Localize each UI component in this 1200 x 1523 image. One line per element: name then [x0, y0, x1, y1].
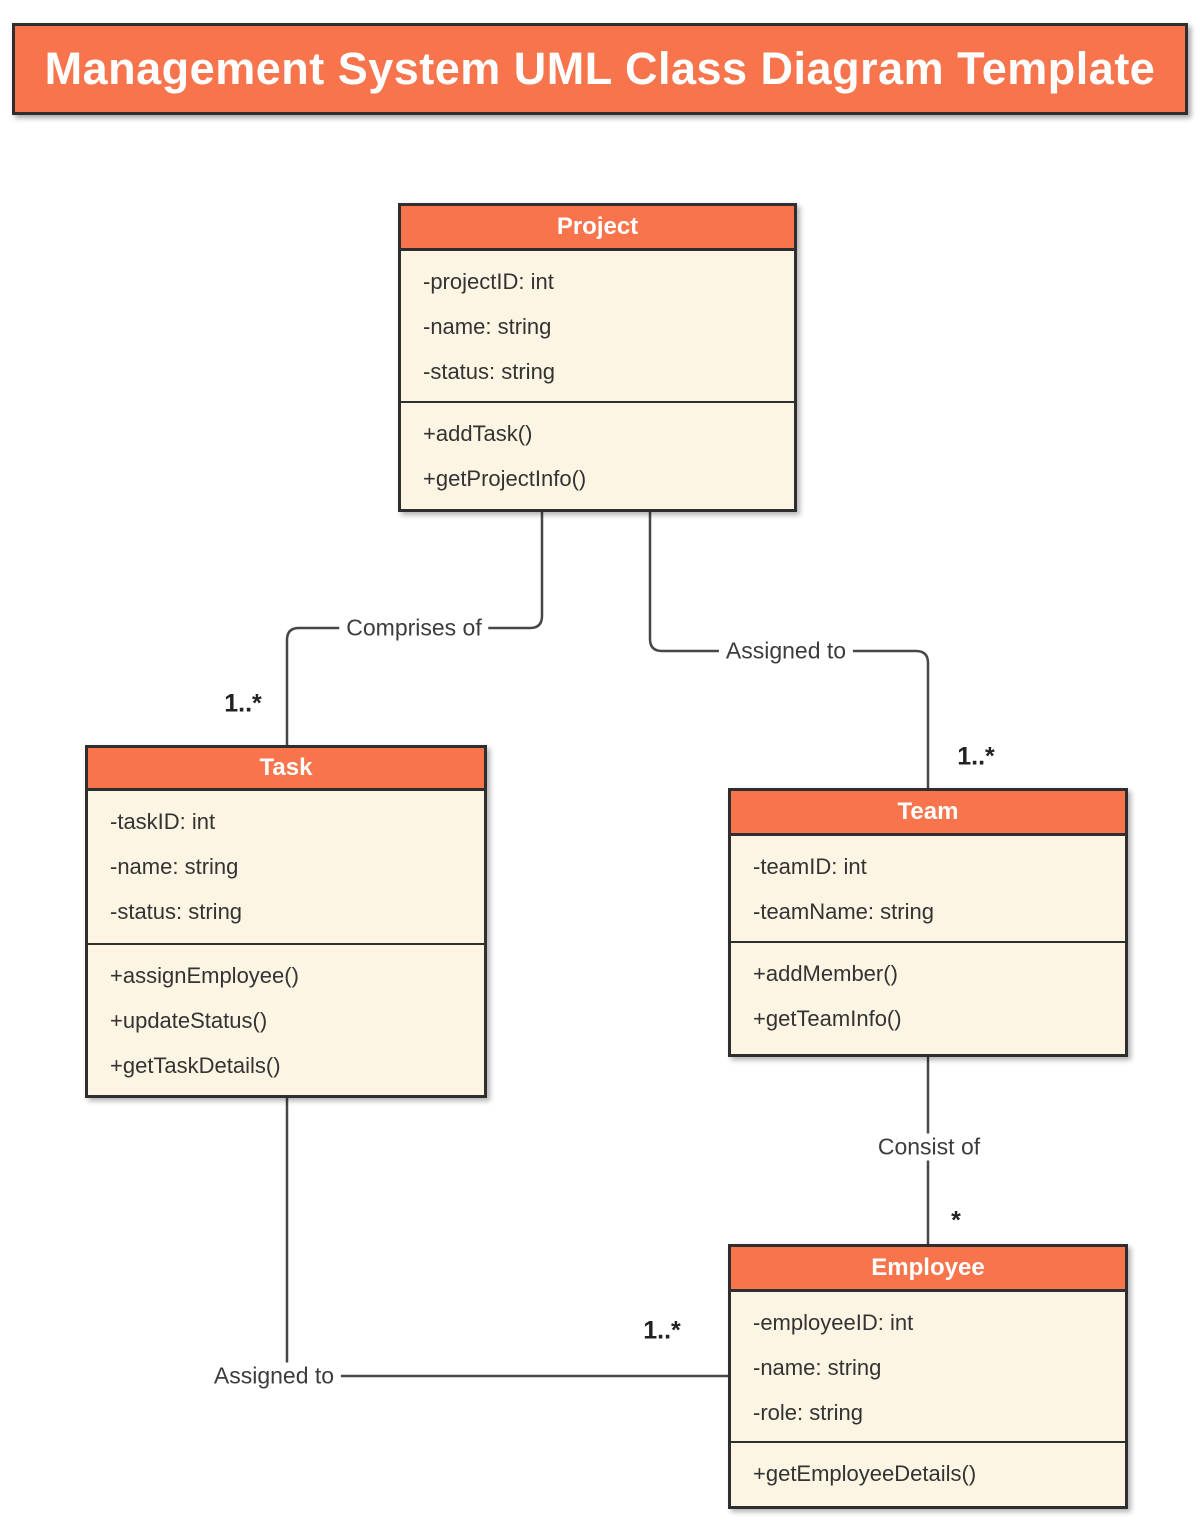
attribute-row: -taskID: int	[110, 809, 216, 834]
attribute-row: -name: string	[423, 314, 552, 339]
method-row: +assignEmployee()	[110, 963, 299, 988]
method-row: +addMember()	[753, 961, 898, 986]
relationship-label-consist-of[interactable]: Consist of	[870, 1133, 988, 1161]
attribute-row: -teamID: int	[753, 854, 867, 879]
methods-section: +getEmployeeDetails()	[731, 1443, 1125, 1506]
class-header-employee: Employee	[731, 1247, 1125, 1292]
method-row: +getEmployeeDetails()	[753, 1461, 977, 1486]
class-box-task[interactable]: Task -taskID: int -name: string -status:…	[85, 745, 487, 1098]
class-header-project: Project	[401, 206, 794, 251]
class-box-team[interactable]: Team -teamID: int -teamName: string +add…	[728, 788, 1128, 1057]
attribute-row: -name: string	[110, 854, 239, 879]
attribute-row: -name: string	[753, 1355, 882, 1380]
class-name: Project	[556, 213, 639, 240]
methods-section: +assignEmployee() +updateStatus() +getTa…	[88, 945, 484, 1095]
attribute-row: -status: string	[423, 359, 556, 384]
class-header-task: Task	[88, 748, 484, 791]
class-name: Team	[897, 798, 959, 825]
relationship-label-assigned-to-employee[interactable]: Assigned to	[206, 1362, 342, 1390]
diagram-title-banner: Management System UML Class Diagram Temp…	[12, 23, 1188, 115]
relationship-label-comprises-of[interactable]: Comprises of	[339, 614, 489, 642]
methods-section: +addMember() +getTeamInfo()	[731, 943, 1125, 1054]
attributes-section: -teamID: int -teamName: string	[731, 836, 1125, 943]
attributes-section: -projectID: int -name: string -status: s…	[401, 251, 794, 403]
class-name: Task	[259, 754, 313, 781]
method-row: +getProjectInfo()	[423, 466, 587, 491]
method-row: +getTaskDetails()	[110, 1053, 281, 1078]
diagram-title: Management System UML Class Diagram Temp…	[44, 43, 1156, 94]
attribute-row: -employeeID: int	[753, 1310, 914, 1335]
attribute-row: -status: string	[110, 899, 243, 924]
multiplicity-employee[interactable]: 1..*	[643, 1316, 681, 1345]
method-row: +updateStatus()	[110, 1008, 268, 1033]
method-row: +getTeamInfo()	[753, 1006, 902, 1031]
class-box-project[interactable]: Project -projectID: int -name: string -s…	[398, 203, 797, 512]
multiplicity-employee-star[interactable]: *	[951, 1206, 961, 1235]
class-name: Employee	[871, 1254, 985, 1281]
attributes-section: -employeeID: int -name: string -role: st…	[731, 1292, 1125, 1443]
relationship-label-assigned-to-team[interactable]: Assigned to	[718, 637, 854, 665]
methods-section: +addTask() +getProjectInfo()	[401, 403, 794, 509]
class-box-employee[interactable]: Employee -employeeID: int -name: string …	[728, 1244, 1128, 1509]
attribute-row: -projectID: int	[423, 269, 554, 294]
method-row: +addTask()	[423, 421, 533, 446]
multiplicity-team[interactable]: 1..*	[957, 742, 995, 771]
class-header-team: Team	[731, 791, 1125, 836]
attribute-row: -role: string	[753, 1400, 864, 1425]
attribute-row: -teamName: string	[753, 899, 934, 924]
multiplicity-task[interactable]: 1..*	[224, 689, 262, 718]
attributes-section: -taskID: int -name: string -status: stri…	[88, 791, 484, 945]
